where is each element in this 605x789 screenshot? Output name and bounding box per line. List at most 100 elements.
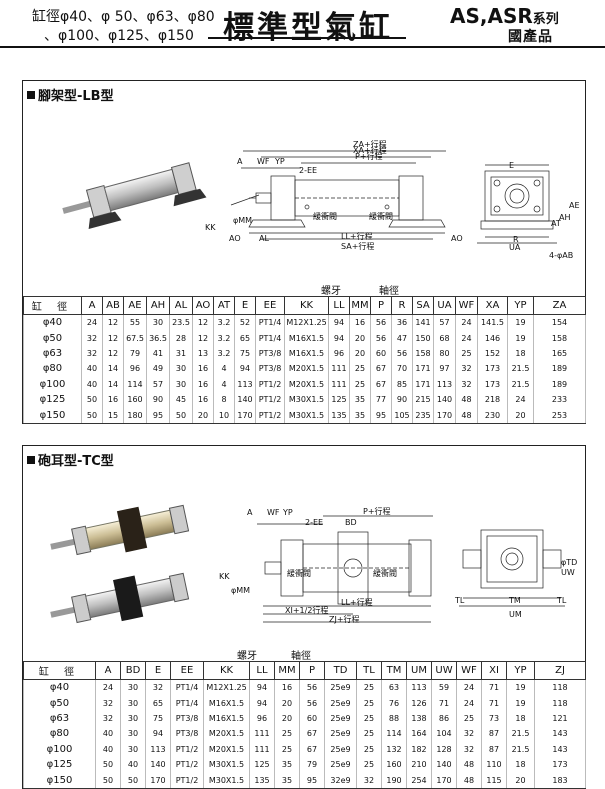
tc-end-view-drawing	[459, 529, 565, 607]
value-cell: 32	[456, 741, 482, 757]
value-cell: 135	[328, 407, 350, 424]
value-cell: 25e9	[324, 741, 357, 757]
bore-sizes-line1: 缸徑φ40、φ 50、φ63、φ80	[32, 9, 215, 25]
value-cell: 135	[249, 772, 275, 789]
value-cell: 25	[274, 726, 300, 742]
value-cell: 25	[349, 376, 371, 392]
dim-2ee: 2-EE	[299, 166, 318, 175]
column-header-ll: LL	[328, 296, 350, 315]
value-cell: 16	[274, 679, 300, 696]
value-cell: 75	[145, 710, 171, 727]
value-cell: 24	[455, 330, 478, 346]
value-cell: 21.5	[506, 741, 535, 757]
column-header-e: E	[145, 661, 171, 680]
column-header-xi: XI	[481, 661, 507, 680]
value-cell: 190	[381, 772, 407, 789]
column-header-bore: 缸 徑	[23, 296, 82, 315]
value-cell: 30	[169, 361, 193, 377]
value-cell: 32	[81, 345, 103, 362]
value-cell: 18	[506, 710, 535, 727]
value-cell: M16X1.5	[284, 345, 329, 362]
value-cell: 16	[349, 314, 371, 331]
series-code: AS,ASR	[450, 4, 533, 28]
value-cell: 140	[431, 756, 457, 773]
value-cell: 24	[456, 679, 482, 696]
bore-cell: φ100	[23, 376, 82, 392]
value-cell: 141.5	[477, 314, 508, 331]
value-cell: 12	[102, 314, 124, 331]
dim-za: ZA+行程	[353, 140, 387, 149]
column-header-p: P	[299, 661, 325, 680]
value-cell: 32	[95, 710, 121, 727]
value-cell: 88	[381, 710, 407, 727]
value-cell: 173	[477, 376, 508, 392]
value-cell: 25e9	[324, 695, 357, 711]
value-cell: 25e9	[324, 679, 357, 696]
value-cell: 55	[123, 314, 147, 331]
column-header-ll: LL	[249, 661, 275, 680]
value-cell: 56	[299, 679, 325, 696]
value-cell: 12	[192, 314, 214, 331]
value-cell: M30X1.5	[284, 391, 329, 408]
column-header-tl: TL	[356, 661, 382, 680]
dim-r: R	[513, 235, 519, 244]
value-cell: 32	[145, 679, 171, 696]
value-cell: 170	[431, 772, 457, 789]
value-cell: 96	[123, 361, 147, 377]
header-thread: 螺牙	[321, 286, 341, 297]
value-cell: 111	[249, 726, 275, 742]
value-cell: 59	[431, 679, 457, 696]
value-cell: 40	[120, 756, 146, 773]
value-cell: 10	[213, 407, 235, 424]
value-cell: 254	[406, 772, 432, 789]
value-cell: 94	[145, 726, 171, 742]
dim-xa: XA+行程	[353, 146, 387, 155]
dim-4-ab: 4-φAB	[549, 251, 574, 260]
value-cell: 18	[506, 756, 535, 773]
value-cell: 180	[123, 407, 147, 424]
column-header-a: A	[81, 296, 103, 315]
value-cell: 20	[507, 407, 534, 424]
value-cell: 160	[123, 391, 147, 408]
value-cell: 20	[192, 407, 214, 424]
value-cell: 94	[249, 695, 275, 711]
value-cell: 152	[477, 345, 508, 362]
value-cell: 45	[169, 391, 193, 408]
column-header-xa: XA	[477, 296, 508, 315]
value-cell: 32	[95, 695, 121, 711]
value-cell: 170	[145, 772, 171, 789]
value-cell: 40	[81, 361, 103, 377]
value-cell: 128	[431, 741, 457, 757]
header-thread: 螺牙	[237, 651, 257, 662]
value-cell: 20	[506, 772, 535, 789]
column-header-td: TD	[324, 661, 357, 680]
value-cell: 132	[381, 741, 407, 757]
value-cell: PT1/4	[170, 695, 204, 711]
value-cell: 183	[534, 772, 586, 789]
value-cell: 95	[370, 407, 392, 424]
value-cell: M12X1.25	[203, 679, 250, 696]
value-cell: PT1/4	[255, 314, 285, 331]
column-header-ee: EE	[170, 661, 204, 680]
value-cell: 48	[455, 391, 478, 408]
value-cell: PT3/8	[170, 710, 204, 727]
value-cell: 96	[328, 345, 350, 362]
tc-cylinder-photo-1	[50, 504, 190, 556]
value-cell: 48	[455, 407, 478, 424]
dim-xi: XI+1/2行程	[285, 606, 329, 615]
column-header-zj: ZJ	[534, 661, 586, 680]
value-cell: 30	[120, 695, 146, 711]
value-cell: 63	[381, 679, 407, 696]
value-cell: 23.5	[169, 314, 193, 331]
section-title: 砲耳型-TC型	[27, 450, 114, 469]
value-cell: 16	[192, 361, 214, 377]
column-header-sa: SA	[412, 296, 434, 315]
value-cell: 94	[328, 330, 350, 346]
value-cell: 49	[146, 361, 170, 377]
